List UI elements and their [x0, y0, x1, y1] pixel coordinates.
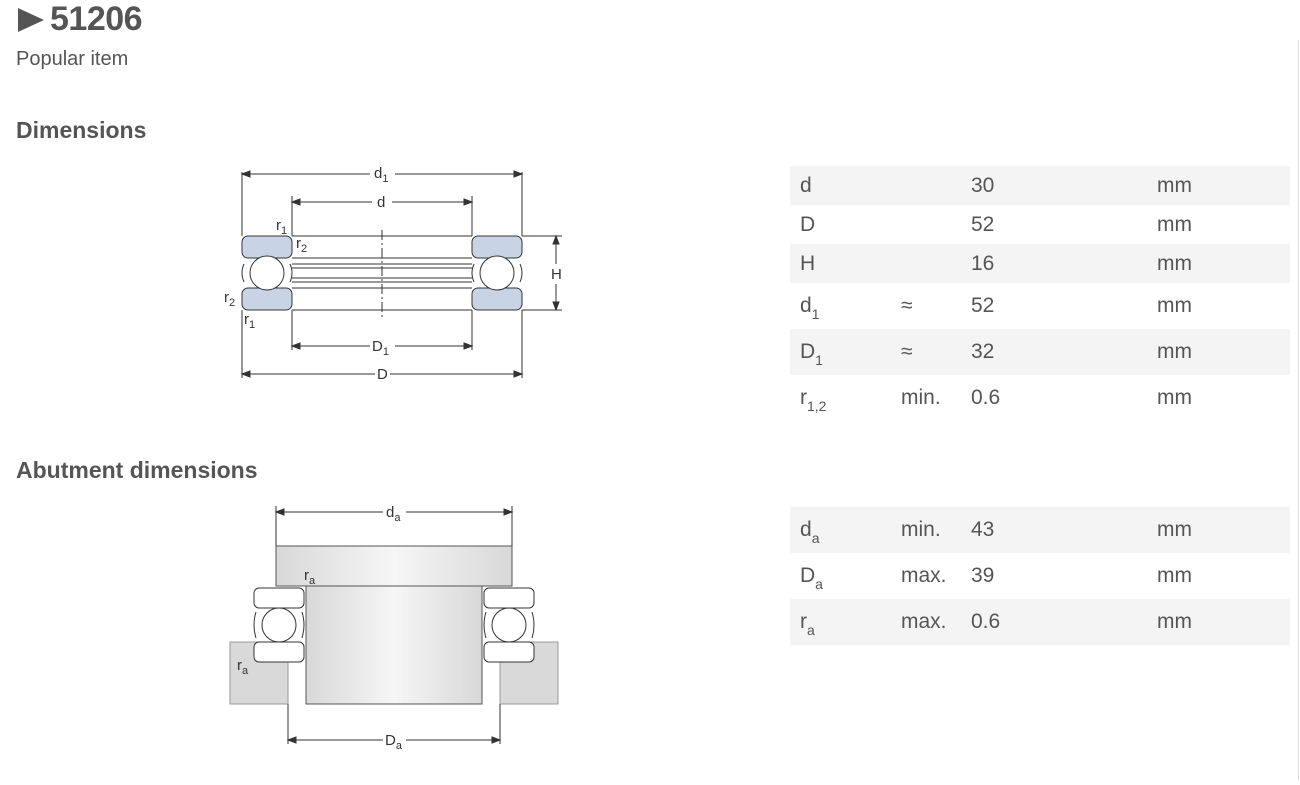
table-row: D1 ≈ 32 mm: [790, 329, 1290, 375]
table-row: D 52 mm: [790, 205, 1290, 244]
label-r2-top: r2: [296, 235, 307, 255]
label-H: H: [551, 266, 562, 283]
abutment-heading: Abutment dimensions: [16, 457, 258, 483]
dimensions-heading: Dimensions: [16, 117, 147, 143]
unit-cell: mm: [1157, 294, 1192, 317]
value-cell: 32: [961, 329, 1147, 375]
label-r2-left: r2: [224, 289, 235, 309]
value-cell: 30: [961, 166, 1147, 205]
product-title: 51206: [18, 0, 143, 39]
label-ra-top: ra: [304, 567, 316, 587]
label-r1-top: r1: [276, 217, 287, 237]
qualifier-cell: max.: [901, 564, 947, 587]
label-Da: Da: [385, 732, 403, 752]
symbol-cell: ra: [790, 599, 891, 645]
symbol-cell: D1: [790, 329, 891, 375]
abutment-table: da min. 43 mm Da max. 39 mm ra max. 0.6 …: [790, 507, 1290, 645]
table-row: d1 ≈ 52 mm: [790, 283, 1290, 329]
symbol-cell: Da: [800, 564, 823, 592]
qualifier-cell: min.: [901, 386, 941, 409]
symbol-cell: da: [790, 507, 891, 553]
label-d1: d1: [374, 165, 388, 185]
unit-cell: mm: [1147, 166, 1290, 205]
symbol-cell: H: [790, 244, 891, 283]
product-code: 51206: [50, 0, 143, 38]
label-D: D: [377, 366, 388, 383]
abutment-dimensions-drawing: da ra ra Da: [228, 500, 568, 760]
unit-cell: mm: [1157, 212, 1192, 236]
label-d: d: [377, 194, 385, 211]
qualifier-cell: ≈: [891, 329, 961, 375]
unit-cell: mm: [1147, 329, 1290, 375]
qualifier-cell: ≈: [901, 294, 913, 317]
qualifier-cell: [891, 166, 961, 205]
table-row: da min. 43 mm: [790, 507, 1290, 553]
panel-border: [1298, 40, 1299, 780]
product-subtitle: Popular item: [16, 48, 129, 70]
bearing-dimensions-drawing: d1 d r1 r2 r2 r1 H D1 D: [220, 160, 580, 395]
table-row: d 30 mm: [790, 166, 1290, 205]
label-r1-left: r1: [244, 311, 255, 331]
value-cell: 39: [971, 564, 995, 587]
unit-cell: mm: [1157, 564, 1192, 587]
symbol-cell: D: [800, 212, 816, 236]
unit-cell: mm: [1157, 386, 1192, 409]
symbol-cell: d: [790, 166, 891, 205]
value-cell: 16: [961, 244, 1147, 283]
qualifier-cell: [891, 205, 961, 244]
symbol-cell: r1,2: [800, 386, 827, 414]
label-D1: D1: [372, 338, 389, 358]
table-row: H 16 mm: [790, 244, 1290, 283]
qualifier-cell: max.: [891, 599, 961, 645]
qualifier-cell: [891, 244, 961, 283]
label-da: da: [386, 504, 401, 524]
dimensions-table: d 30 mm D 52 mm H 16 mm d1 ≈ 52 mm D1 ≈ …: [790, 166, 1290, 421]
value-cell: 43: [961, 507, 1147, 553]
triangle-right-icon: [18, 7, 44, 32]
label-ra-left: ra: [237, 657, 249, 677]
table-row: Da max. 39 mm: [790, 553, 1290, 599]
value-cell: 52: [971, 294, 995, 317]
value-cell: 0.6: [961, 599, 1147, 645]
qualifier-cell: min.: [891, 507, 961, 553]
table-row: r1,2 min. 0.6 mm: [790, 375, 1290, 421]
unit-cell: mm: [1147, 599, 1290, 645]
unit-cell: mm: [1147, 507, 1290, 553]
unit-cell: mm: [1147, 244, 1290, 283]
value-cell: 52: [971, 212, 995, 236]
table-row: ra max. 0.6 mm: [790, 599, 1290, 645]
value-cell: 0.6: [971, 386, 1001, 409]
symbol-cell: d1: [800, 294, 820, 322]
